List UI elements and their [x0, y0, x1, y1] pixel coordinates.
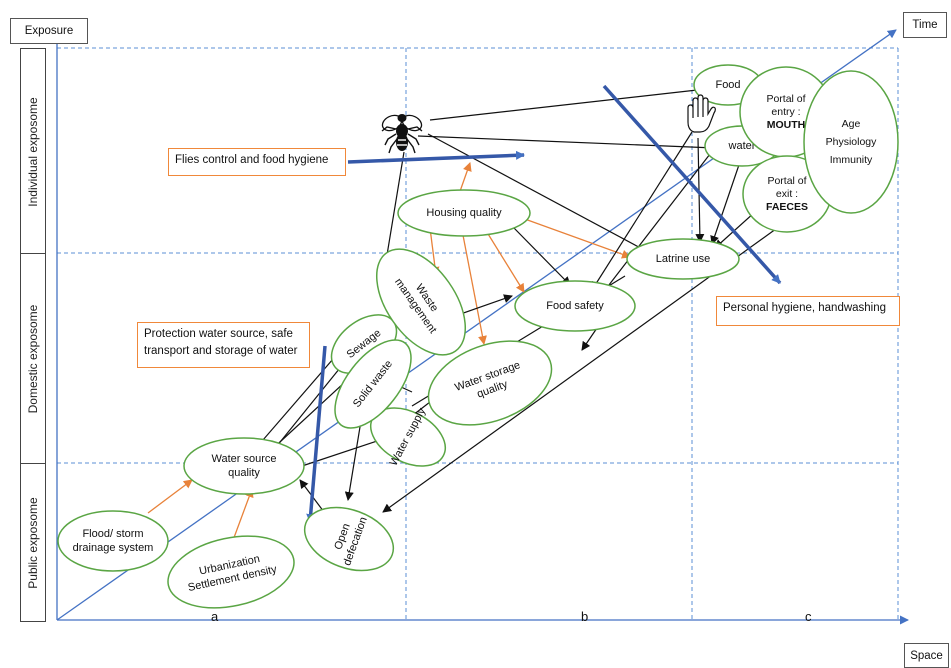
row-label-individual: Individual exposome — [20, 48, 46, 255]
column-label-a: a — [211, 609, 219, 624]
bar-water-protection — [306, 345, 327, 523]
hand-icon — [687, 94, 716, 133]
node-shape — [803, 70, 899, 214]
node-water-supply: Water supply — [370, 406, 446, 468]
node-flood: Flood/ storm drainage system — [57, 510, 169, 572]
node-label: Portal of — [767, 175, 806, 187]
node-label: Food safety — [546, 300, 604, 312]
arrow-water-to-latrine — [710, 155, 743, 245]
node-label: drainage system — [73, 542, 154, 554]
node-label: quality — [228, 467, 260, 479]
node-label: entry : — [771, 106, 800, 118]
y-axis-title: Exposure — [10, 18, 88, 44]
node-label: exit : — [776, 188, 798, 200]
node-shape — [397, 189, 531, 237]
node-label: Immunity — [830, 154, 873, 166]
arrow-sewage-to-watersource — [249, 343, 347, 456]
node-shape — [427, 340, 553, 426]
node-label: Age — [842, 118, 861, 130]
arrow-flies-to-water — [417, 135, 716, 153]
arrow-foodsafety-to-storage — [581, 327, 598, 351]
column-label-b: b — [581, 609, 589, 624]
node-label: water — [728, 140, 756, 152]
intervention-hygiene: Personal hygiene, handwashing — [716, 296, 900, 326]
node-label: Latrine use — [656, 253, 710, 265]
arrow-hand-to-foodsafety — [591, 131, 693, 291]
row-label-public-text: Public exposome — [26, 496, 40, 589]
node-food-safety: Food safety — [514, 280, 636, 332]
node-water-source: Water source quality — [183, 437, 305, 495]
orange-arrows — [147, 162, 631, 544]
bar-flies-control — [347, 150, 525, 164]
row-label-public: Public exposome — [20, 463, 46, 622]
node-label: Food — [715, 79, 740, 91]
line-waste-to-flies — [386, 151, 405, 256]
node-label: MOUTH — [767, 119, 806, 131]
node-shape — [183, 437, 305, 495]
node-housing: Housing quality — [397, 189, 531, 237]
node-label: Physiology — [826, 136, 878, 148]
nodes: Flood/ storm drainage system UrbanizationS… — [57, 64, 899, 609]
arrow-flood-to-watersource — [147, 479, 193, 514]
intervention-flies-control: Flies control and food hygiene — [168, 148, 346, 176]
arrow-housing-to-foodsafety — [513, 227, 571, 286]
fly-icon — [381, 114, 423, 154]
row-label-individual-text: Individual exposome — [26, 96, 40, 207]
arrow-flies-to-food — [429, 85, 707, 121]
arrow-housing-to-latrine — [521, 217, 631, 259]
arrow-water-to-foodsafety — [601, 153, 711, 295]
arrow-urban-to-watersource — [231, 488, 254, 544]
node-label: Flood/ storm — [82, 528, 143, 540]
node-shape — [375, 248, 467, 356]
bar-hand-hygiene — [602, 84, 782, 285]
node-shape — [626, 238, 740, 280]
node-solid-waste: Solid waste — [334, 339, 412, 429]
node-label: Water source — [211, 453, 276, 465]
x-axis-title: Space — [904, 643, 949, 668]
time-axis-title: Time — [903, 12, 947, 38]
node-latrine: Latrine use — [626, 238, 740, 280]
arrow-housing-to-storage — [461, 229, 487, 345]
row-label-domestic: Domestic exposome — [20, 253, 46, 465]
node-shape — [514, 280, 636, 332]
arrow-housing-to-food — [484, 228, 525, 293]
node-shape — [334, 339, 412, 429]
node-label: Portal of — [766, 93, 805, 105]
arrow-flies-to-latrine — [427, 133, 649, 253]
node-shape — [167, 535, 295, 609]
column-label-c: c — [805, 609, 812, 624]
node-shape — [303, 506, 395, 572]
row-label-domestic-text: Domestic exposome — [26, 304, 40, 414]
intervention-water-protection: Protection water source, safe transport … — [137, 322, 310, 368]
intervention-bars — [306, 84, 782, 523]
node-label: Housing quality — [426, 207, 502, 219]
node-label: FAECES — [766, 201, 808, 213]
node-shape — [57, 510, 169, 572]
